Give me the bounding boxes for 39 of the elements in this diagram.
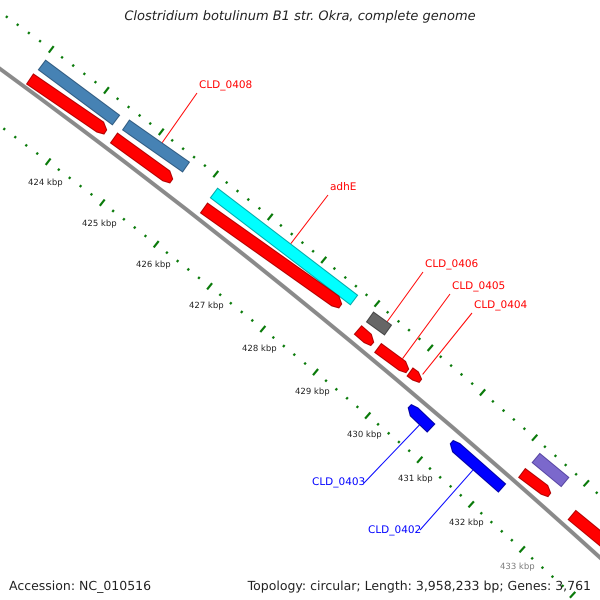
gene-block-pointed <box>408 404 436 433</box>
leader-line <box>402 294 450 360</box>
position-label: 431 kbp <box>398 474 433 484</box>
position-label: 426 kbp <box>136 260 171 270</box>
position-label: 429 kbp <box>295 387 330 398</box>
footer-text: Topology: circular; Length: 3,958,233 bp; Genes: 3,761 <box>248 578 591 593</box>
gene-block-pointed <box>406 367 422 383</box>
gene-block-pointed <box>518 468 552 498</box>
gene-block <box>366 311 392 336</box>
leader-line <box>420 470 474 530</box>
position-label: 424 kbp <box>28 178 63 188</box>
gene-block-pointed <box>450 440 506 493</box>
footer-text: Accession: NC_010516 <box>9 578 152 593</box>
gene-label: CLD_0408 <box>199 79 252 92</box>
gene-block <box>532 452 570 488</box>
position-label: 432 kbp <box>449 518 484 528</box>
position-label: 428 kbp <box>242 344 277 354</box>
leader-line <box>364 424 420 484</box>
gene-block-pointed <box>374 342 410 374</box>
position-label: 427 kbp <box>189 301 224 312</box>
position-label: 433 kbp <box>500 562 535 572</box>
leader-line <box>162 92 198 143</box>
gene-label: CLD_0405 <box>452 280 506 293</box>
position-label: 430 kbp <box>347 430 382 440</box>
gene-label: CLD_0403 <box>312 476 366 489</box>
gene-label: adhE <box>330 181 356 194</box>
gene-label: CLD_0406 <box>425 258 478 271</box>
leader-line <box>422 312 472 375</box>
leader-line <box>386 272 424 322</box>
leader-line <box>290 194 328 244</box>
gene-label: CLD_0404 <box>474 299 528 312</box>
gene-block-pointed <box>354 325 374 346</box>
gene-block <box>38 60 120 126</box>
gene-label: CLD_0402 <box>368 524 422 537</box>
position-label: 425 kbp <box>82 219 117 230</box>
gene-block-pointed <box>110 132 174 184</box>
title: Clostridium botulinum B1 str. Okra, complete genome <box>123 9 477 25</box>
gene-block-pointed <box>26 73 108 135</box>
gene-block <box>122 119 190 173</box>
